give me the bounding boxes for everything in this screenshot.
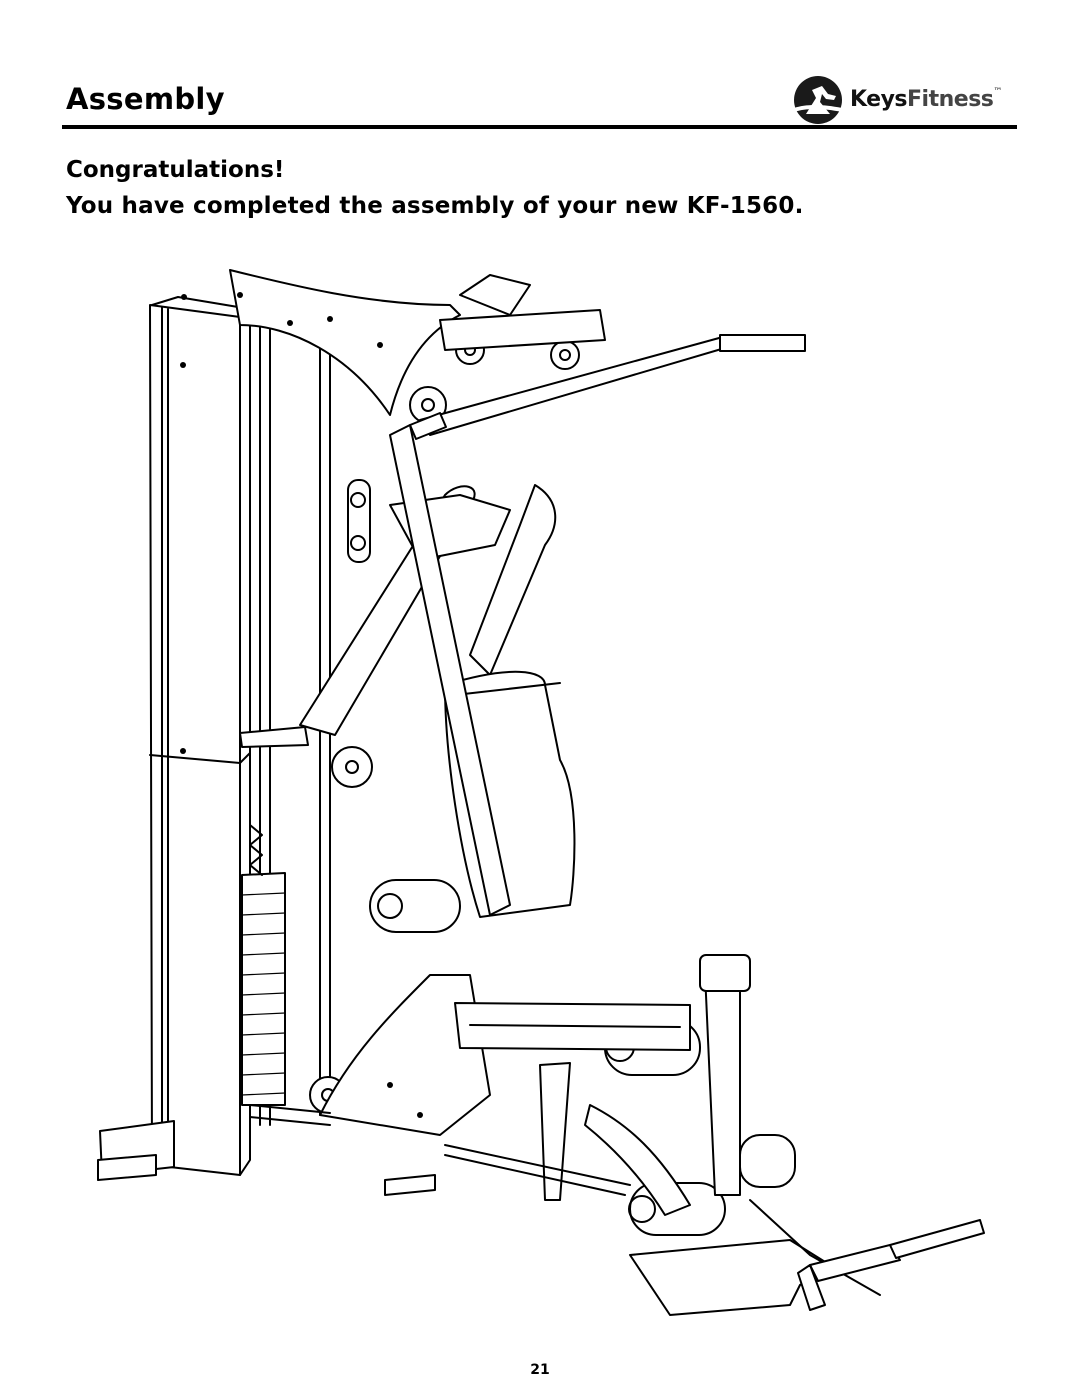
cable-handle [749, 1199, 985, 1311]
leg-extension [539, 954, 831, 1316]
page-number: 21 [530, 1362, 550, 1378]
top-frame [229, 269, 461, 416]
weight-stack [241, 324, 331, 1126]
main-column [319, 424, 511, 1196]
seat [454, 1002, 691, 1051]
congratulations-heading: Congratulations! [66, 157, 285, 183]
running-person-logo-icon [794, 76, 842, 124]
header-divider [62, 125, 1017, 129]
logo-wordmark: KeysFitness™ [850, 87, 1002, 112]
keys-fitness-logo: KeysFitness™ [792, 74, 1022, 126]
weight-tower [97, 294, 251, 1181]
home-gym-illustration [97, 269, 985, 1316]
section-title: Assembly [66, 82, 225, 116]
logo-text-fitness: Fitness [907, 87, 994, 112]
base-frame [249, 1104, 631, 1196]
logo-text-keys: Keys [850, 87, 908, 112]
completion-message: You have completed the assembly of your … [66, 193, 804, 219]
lat-bar [409, 274, 806, 440]
